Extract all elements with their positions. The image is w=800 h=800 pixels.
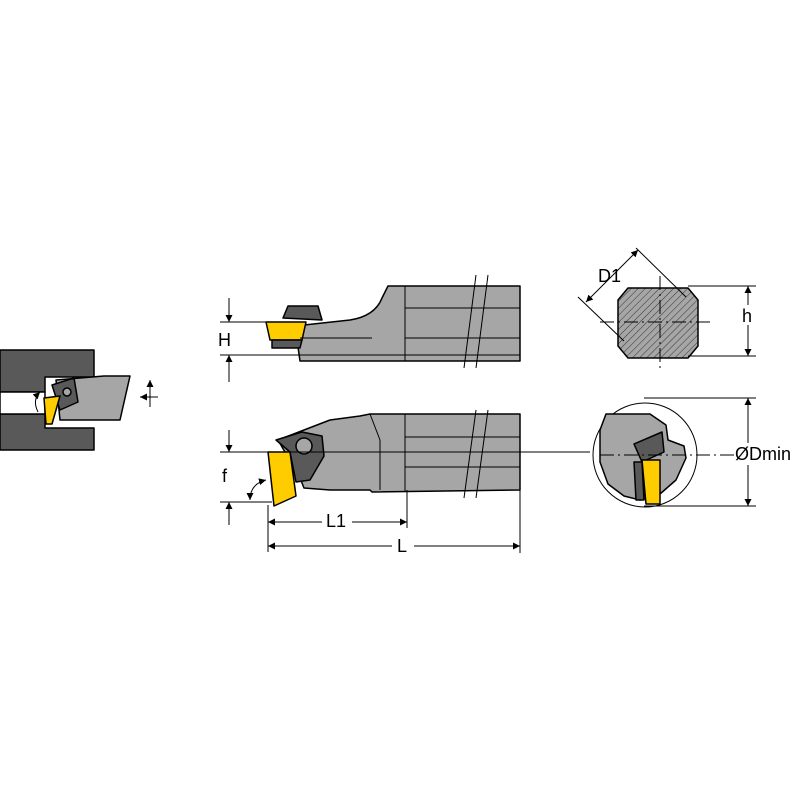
label-Dmin: ØDmin	[735, 444, 791, 464]
top-clamp-screw	[295, 437, 313, 455]
label-f: f	[222, 466, 228, 486]
label-L: L	[397, 536, 407, 556]
end-insert	[641, 459, 661, 505]
top-view	[267, 409, 521, 507]
workpiece-upper	[0, 349, 95, 393]
side-shank	[294, 285, 521, 362]
label-D1: D1	[598, 266, 621, 286]
end-insert-dark	[633, 461, 645, 501]
dim-L: L	[268, 490, 521, 556]
dim-L1: L1	[267, 490, 408, 552]
side-clamp	[282, 305, 323, 321]
shank-section: h D1	[577, 247, 758, 368]
side-view	[265, 274, 521, 369]
label-h: h	[742, 306, 752, 326]
side-insert-base	[271, 339, 303, 349]
bore-surface	[0, 391, 46, 415]
dim-f: f	[220, 430, 590, 525]
end-view: ØDmin	[592, 397, 800, 508]
side-insert	[265, 321, 307, 341]
workpiece-section-view	[0, 349, 158, 451]
top-shank	[277, 413, 521, 493]
shank-section-shape	[617, 287, 699, 359]
label-L1: L1	[326, 511, 346, 531]
top-insert	[267, 451, 297, 507]
insert-small	[43, 395, 61, 425]
dim-H: H	[218, 298, 520, 382]
rotation-arrow-small	[32, 391, 41, 413]
label-H: H	[218, 330, 231, 350]
clamp-screw-small	[62, 387, 72, 397]
